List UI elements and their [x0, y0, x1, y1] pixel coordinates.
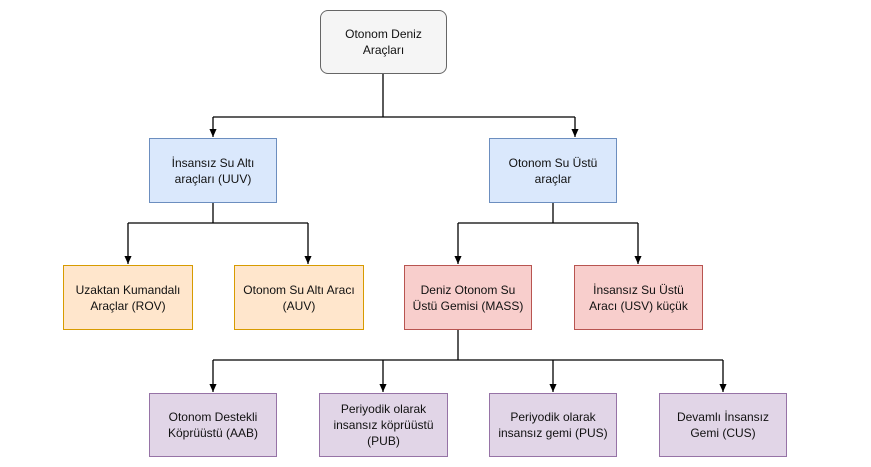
- node-usv: İnsansız Su Üstü Aracı (USV) küçük: [574, 265, 703, 330]
- node-aab: Otonom Destekli Köprüüstü (AAB): [149, 393, 277, 457]
- node-pub: Periyodik olarak insansız köprüüstü (PUB…: [319, 393, 448, 457]
- node-uuv: İnsansız Su Altı araçları (UUV): [149, 138, 277, 203]
- node-pus: Periyodik olarak insansız gemi (PUS): [489, 393, 617, 457]
- node-rov: Uzaktan Kumandalı Araçlar (ROV): [63, 265, 193, 330]
- node-auv: Otonom Su Altı Aracı (AUV): [234, 265, 364, 330]
- node-cus: Devamlı İnsansız Gemi (CUS): [659, 393, 787, 457]
- node-mass: Deniz Otonom Su Üstü Gemisi (MASS): [404, 265, 532, 330]
- node-otonom-su-ustu: Otonom Su Üstü araçlar: [489, 138, 617, 203]
- node-otonom-deniz-araclari: Otonom Deniz Araçları: [320, 10, 447, 74]
